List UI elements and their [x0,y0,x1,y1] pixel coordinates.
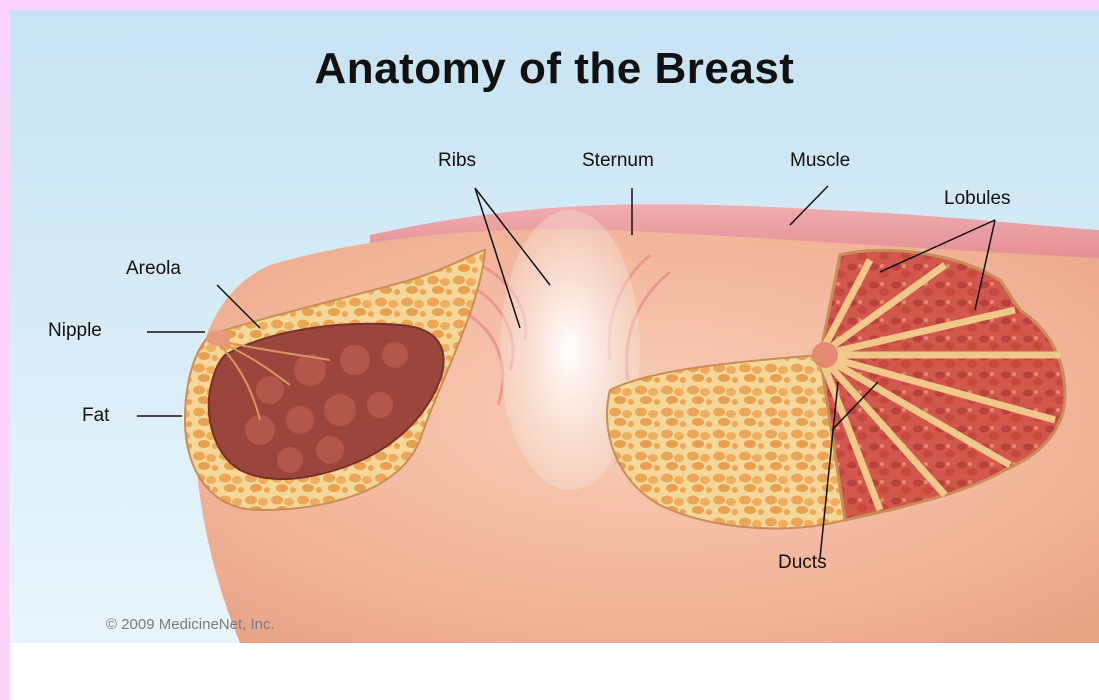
left-nipple [206,330,230,346]
label-sternum: Sternum [582,150,654,172]
label-fat: Fat [82,405,109,427]
image-frame: Anatomy of the Breast Ribs Sternum Muscl… [10,10,1099,700]
label-ducts: Ducts [778,552,827,574]
breast-anatomy-drawing [10,10,1099,643]
label-areola: Areola [126,258,181,280]
copyright-notice: © 2009 MedicineNet, Inc. [106,616,275,633]
diagram-title: Anatomy of the Breast [10,44,1099,94]
right-nipple [812,342,838,368]
label-ribs: Ribs [438,150,476,172]
label-nipple: Nipple [48,320,102,342]
anatomy-illustration: Anatomy of the Breast Ribs Sternum Muscl… [10,10,1099,643]
label-lobules: Lobules [944,188,1011,210]
label-muscle: Muscle [790,150,850,172]
